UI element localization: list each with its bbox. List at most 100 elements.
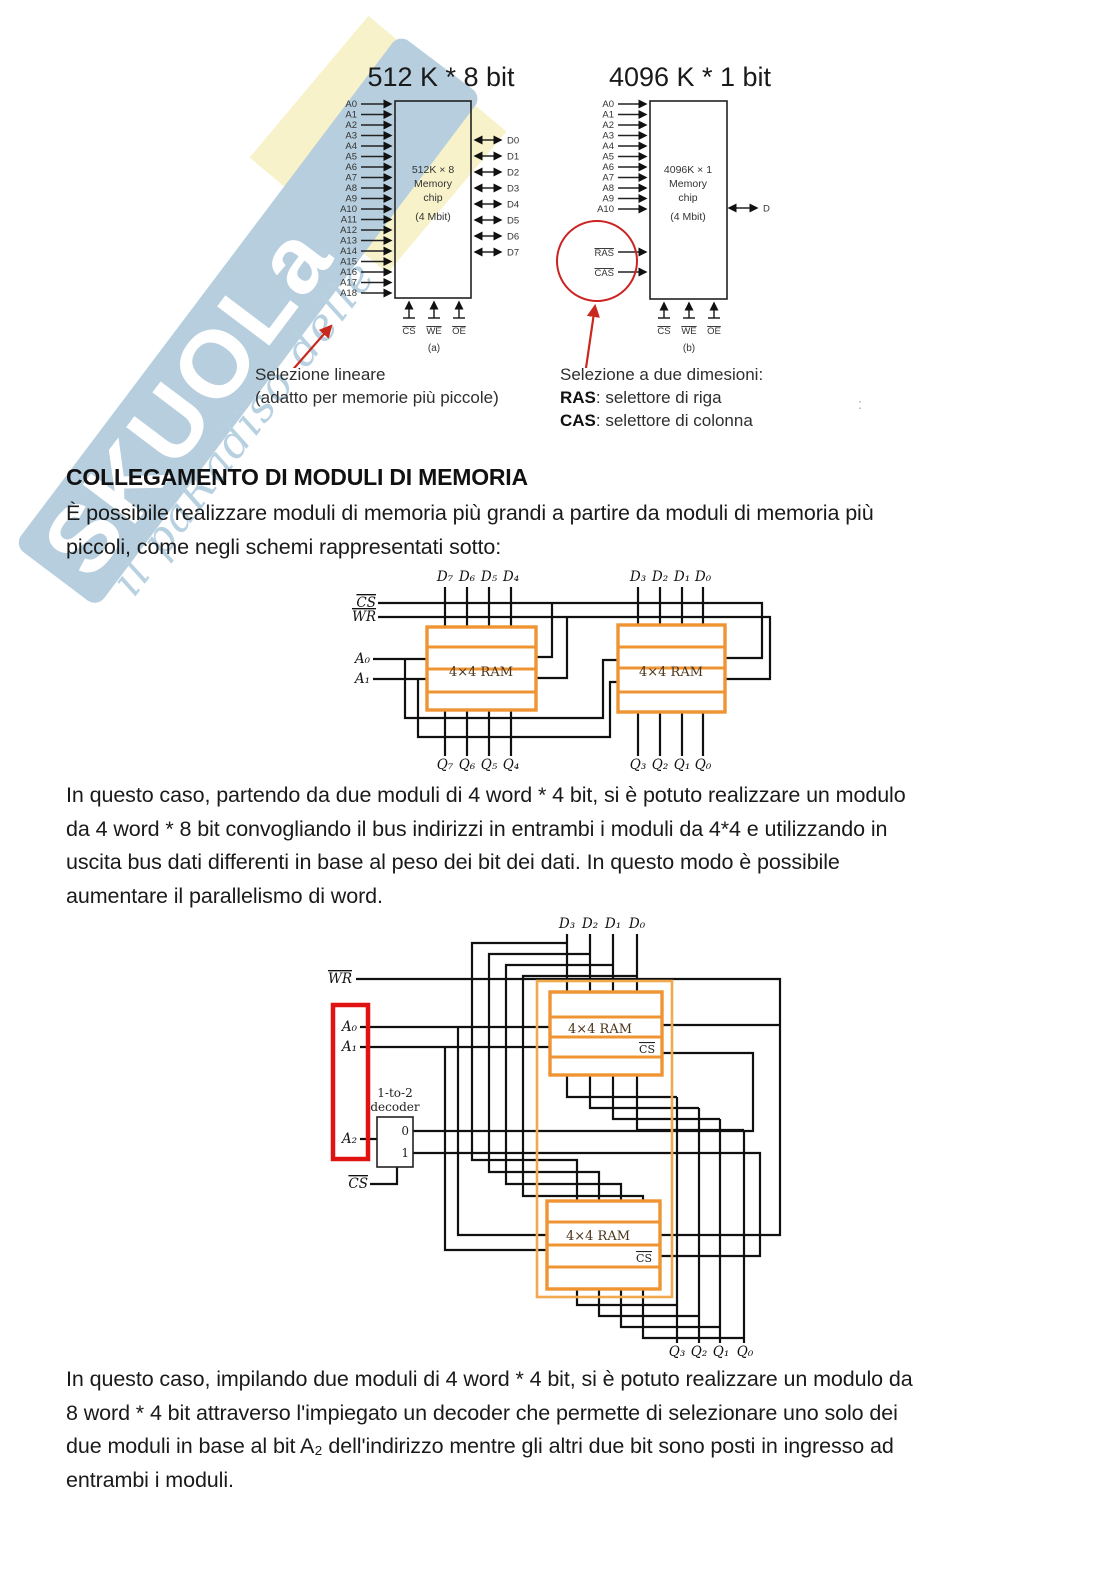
pin-label: A14 (340, 246, 357, 257)
pin-label: D0 (507, 136, 519, 147)
pin-label: A9 (345, 194, 357, 205)
paragraph-line: uscita bus dati differenti in base al pe… (66, 850, 840, 874)
pin-label: A6 (345, 162, 357, 173)
cas-bold-label: CAS (560, 411, 596, 430)
data-line-label: D₂ (651, 569, 668, 585)
control-label-oe: OE (707, 326, 721, 337)
cs-signal-label: CS (356, 595, 376, 611)
left-address-pin-labels: A0 A1 A2 A3 A4 A5 A6 A7 A8 A9 A10 A11 A1… (340, 99, 357, 299)
pin-label: A8 (602, 183, 614, 194)
output-line-label: Q₂ (691, 1344, 707, 1360)
ram-cs-label: CS (639, 1043, 655, 1056)
ram-module-label: 4×4 RAM (449, 665, 513, 680)
section-heading: COLLEGAMENTO DI MODULI DI MEMORIA (66, 464, 528, 490)
left-address-wires (361, 99, 393, 298)
stray-colon-mark: : (858, 396, 863, 413)
data-line-label: D₄ (502, 569, 519, 585)
chip-title-left: 512 K * 8 bit (367, 62, 515, 92)
pin-label: A0 (602, 99, 614, 110)
pin-label: A5 (602, 152, 614, 163)
decoder-box (376, 1116, 414, 1168)
paragraph-line: In questo caso, partendo da due moduli d… (66, 783, 906, 807)
pin-label: A12 (340, 225, 357, 236)
pin-label: A10 (597, 204, 614, 215)
pin-label: A3 (345, 131, 357, 142)
pin-label: A8 (345, 183, 357, 194)
address-line-label: A₁ (340, 1039, 357, 1055)
left-data-pin-labels: D0 D1 D2 D3 D4 D5 D6 D7 (507, 136, 519, 259)
pin-label: A7 (345, 173, 357, 184)
cas-label: CAS (594, 268, 614, 279)
pin-label: D7 (507, 248, 519, 259)
chip-label-line: (4 Mbit) (415, 211, 451, 223)
output-line-label: Q₀ (737, 1344, 754, 1360)
figure-ram-parallel: 4×4 RAM 4×4 RAM D₇ D₆ D₅ D₄ D₃ D₂ D₁ D₀ … (352, 569, 772, 773)
pin-label: A13 (340, 236, 357, 247)
decoder-label-line: 1-to-2 (377, 1086, 412, 1100)
ram-module-label: 4×4 RAM (566, 1229, 630, 1244)
ras-bold-label: RAS (560, 388, 596, 407)
pin-label: A10 (340, 204, 357, 215)
paragraph-3: In questo caso, impilando due moduli di … (66, 1363, 1066, 1497)
right-chip-label: 4096K × 1 Memory chip (4 Mbit) (664, 164, 712, 223)
decoder-output-0: 0 (401, 1124, 409, 1138)
decoder-output-1: 1 (401, 1146, 409, 1160)
left-control-wires (403, 300, 465, 319)
right-control-wires (658, 301, 720, 319)
paragraph-line: da 4 word * 8 bit convogliando il bus in… (66, 816, 888, 841)
ram-module-right: 4×4 RAM (616, 623, 727, 714)
caption-two-dimension-selection: Selezione a due dimesioni: RAS: selettor… (560, 363, 763, 432)
pin-label: A9 (602, 194, 614, 205)
pin-label: D3 (507, 184, 519, 195)
pin-label-d: D (763, 204, 770, 215)
output-line-label: Q₂ (652, 757, 668, 773)
data-line-label: D₃ (558, 916, 575, 932)
annotation-arrow-right (584, 303, 600, 368)
pin-label: A1 (345, 110, 357, 121)
output-line-label: Q₆ (459, 757, 476, 773)
wr-signal-label: WR (352, 609, 376, 625)
pin-label: A4 (345, 141, 357, 152)
chip-label-line: chip (423, 192, 442, 204)
caption-line: Selezione lineare (255, 365, 386, 384)
ras-caption-text: : selettore di riga (595, 388, 722, 407)
paragraph-line: entrambi i moduli. (66, 1467, 234, 1492)
pin-label: A6 (602, 162, 614, 173)
control-label-cs: CS (657, 326, 670, 337)
control-label-oe: OE (452, 326, 466, 337)
pin-label: D1 (507, 152, 519, 163)
caption-line: RAS: selettore di riga (560, 386, 763, 409)
chip-box-left (394, 100, 472, 299)
pin-label: D6 (507, 232, 519, 243)
output-line-label: Q₀ (695, 757, 712, 773)
subfigure-label-a: (a) (428, 343, 440, 354)
pin-label: A4 (602, 141, 614, 152)
address-line-label: A₀ (353, 651, 371, 667)
paragraph-line: due moduli in base al bit A₂ dell'indiri… (66, 1434, 894, 1458)
pin-label: A18 (340, 288, 357, 299)
cs-signal-label: CS (348, 1176, 368, 1192)
data-line-label: D₇ (436, 569, 454, 585)
pin-label: A15 (340, 257, 357, 268)
chip-label-line: chip (678, 192, 697, 204)
address-line-label: A₁ (353, 671, 370, 687)
right-address-wires (618, 99, 648, 214)
wires (356, 934, 782, 1343)
chip-title-right: 4096 K * 1 bit (609, 62, 772, 92)
pin-label: A1 (602, 110, 614, 121)
chip-box-right (649, 100, 728, 300)
subfigure-label-b: (b) (683, 343, 695, 354)
address-highlight-rect (330, 1002, 371, 1162)
chip-label-line: 4096K × 1 (664, 164, 712, 176)
left-data-wires (473, 135, 503, 257)
output-line-label: Q₁ (674, 757, 690, 773)
ram-module-left: 4×4 RAM (425, 625, 538, 712)
figure-memory-chips: 512 K * 8 bit 4096 K * 1 bit A0 A1 A2 A3… (292, 62, 772, 368)
output-line-label: Q₃ (669, 1344, 685, 1360)
data-line-label: D₁ (604, 916, 621, 932)
pin-label: A2 (602, 120, 614, 131)
control-label-cs: CS (402, 326, 415, 337)
data-line-label: D₀ (628, 916, 646, 932)
chip-label-line: (4 Mbit) (670, 211, 706, 223)
output-line-label: Q₇ (437, 757, 454, 773)
